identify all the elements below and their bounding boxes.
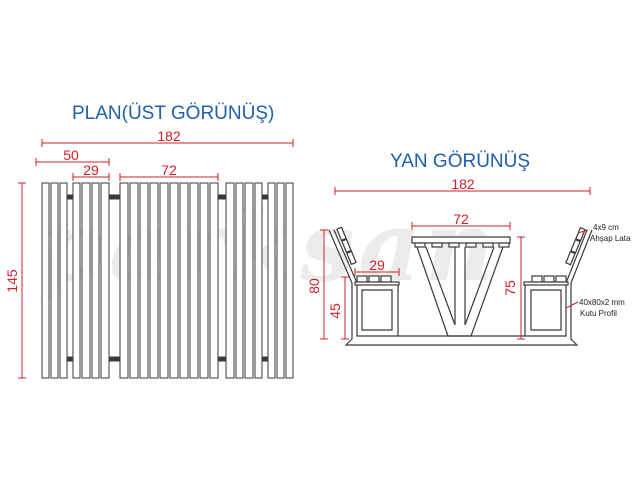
plan-dim-length: 145: [4, 269, 20, 293]
plan-dim-table-width: 72: [161, 162, 177, 178]
side-backrests: [336, 226, 586, 266]
plan-steel-connectors: [66, 194, 269, 362]
side-dim-seat-height: 45: [327, 303, 343, 319]
side-dim-table-height: 75: [502, 280, 518, 296]
plan-view-title: PLAN(ÜST GÖRÜNÜŞ): [72, 103, 275, 124]
note-steel-material: Kutu Profil: [580, 309, 617, 318]
side-seats: [354, 275, 569, 286]
plan-dim-overall-width: 182: [157, 128, 181, 144]
plan-dim-seat-board: 29: [83, 162, 99, 178]
side-dim-back-height: 80: [306, 278, 322, 294]
note-steel-size: 40x80x2 mm: [579, 298, 625, 307]
plan-left-bench: [41, 182, 110, 379]
side-view: [328, 226, 593, 346]
side-dim-seat-width: 29: [369, 257, 385, 273]
side-view-title: YAN GÖRÜNÜŞ: [390, 151, 531, 172]
plan-dimension-lines: [18, 139, 294, 379]
side-dim-overall-width: 182: [451, 176, 475, 192]
side-dimension-lines: [320, 187, 591, 340]
side-table-top: [411, 236, 511, 248]
plan-right-bench: [225, 182, 294, 379]
note-wood-size: 4x9 cm: [593, 223, 619, 232]
side-steel-frame: [328, 229, 593, 346]
plan-table-top: [119, 182, 219, 379]
plan-view: [41, 182, 294, 379]
note-wood-material: Ahşap Lata: [590, 234, 631, 243]
plan-dim-seat-depth: 50: [63, 147, 79, 163]
side-dim-table-width: 72: [453, 211, 469, 227]
